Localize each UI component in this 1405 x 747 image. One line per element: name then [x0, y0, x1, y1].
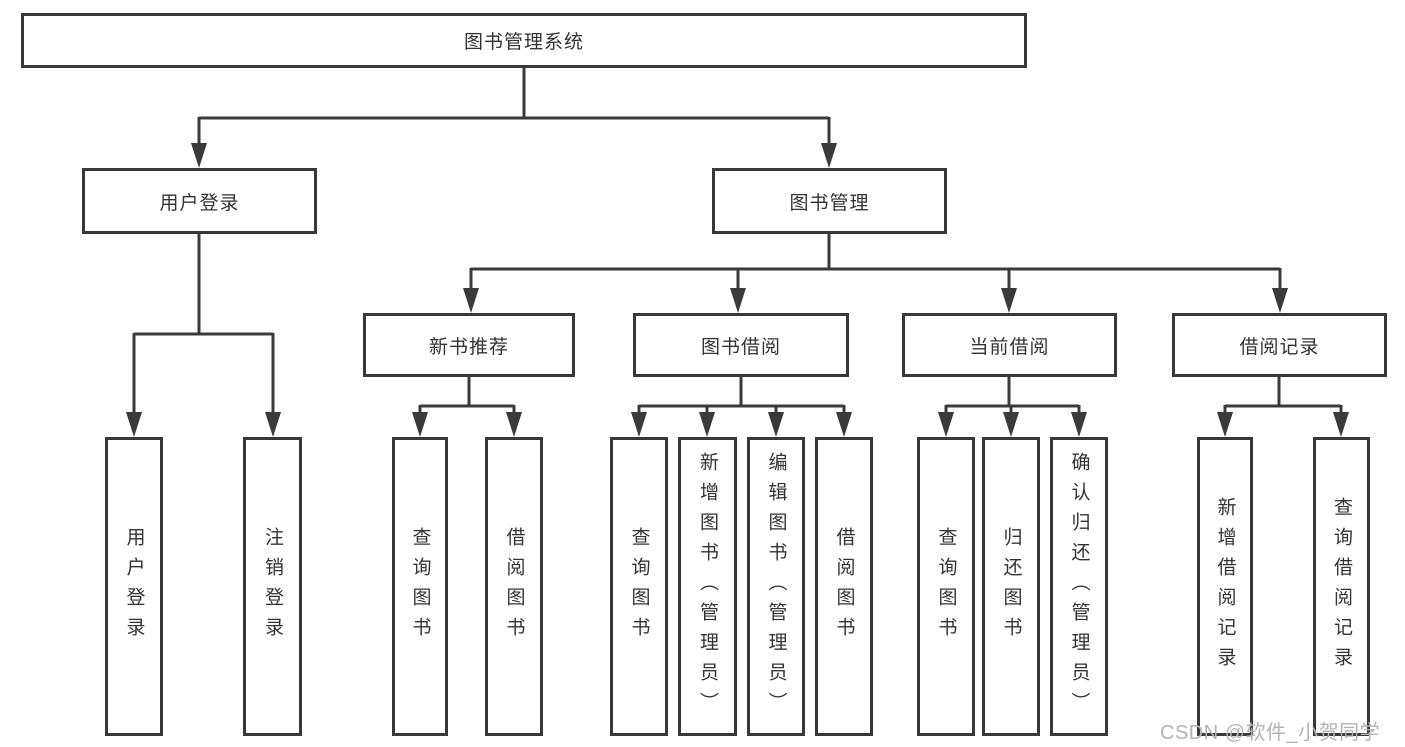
leaf-borrow-books-recommend: 借阅图书 [485, 437, 543, 736]
leaf-confirm-return-admin: 确认归还（管理员） [1050, 437, 1108, 736]
arrowhead-icons [126, 143, 1349, 437]
node-current-borrowing: 当前借阅 [902, 313, 1117, 377]
node-book-borrowing: 图书借阅 [633, 313, 849, 377]
leaf-query-borrow-record: 查询借阅记录 [1313, 437, 1370, 736]
leaf-user-login: 用户登录 [105, 437, 163, 736]
leaf-add-books-admin: 新增图书（管理员） [678, 437, 737, 736]
node-book-management: 图书管理 [712, 168, 947, 234]
node-new-book-recommend: 新书推荐 [363, 313, 575, 377]
leaf-query-books-current: 查询图书 [917, 437, 975, 736]
leaf-add-borrow-record: 新增借阅记录 [1197, 437, 1253, 736]
watermark: CSDN @软件_小贺同学 [1160, 722, 1381, 744]
leaf-return-books: 归还图书 [982, 437, 1040, 736]
node-user-login: 用户登录 [82, 168, 317, 234]
leaf-borrow-books-borrowing: 借阅图书 [815, 437, 873, 736]
leaf-query-books-recommend: 查询图书 [392, 437, 448, 736]
leaf-query-books-borrowing: 查询图书 [610, 437, 668, 736]
leaf-edit-books-admin: 编辑图书（管理员） [747, 437, 805, 736]
node-borrowing-records: 借阅记录 [1172, 313, 1387, 377]
node-library-system: 图书管理系统 [21, 13, 1027, 68]
leaf-logout: 注销登录 [243, 437, 302, 736]
